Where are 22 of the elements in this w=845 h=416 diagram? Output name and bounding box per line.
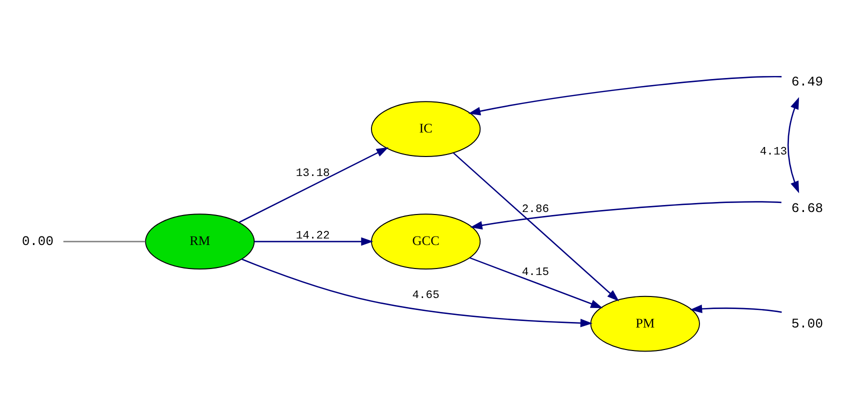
node-ellipse: GCC [370, 214, 481, 270]
edge-label: 13.18 [296, 168, 330, 180]
edge-label: 4.15 [522, 267, 550, 280]
edge-label: 4.13 [760, 146, 788, 158]
connector [63, 240, 146, 242]
node-text: 0.00 [22, 234, 54, 250]
arrow [241, 258, 593, 328]
node-text: 6.68 [791, 200, 824, 216]
node-ellipse: RM [145, 214, 255, 270]
node-text: 6.49 [791, 74, 824, 90]
arrow [787, 97, 800, 194]
arrow [469, 257, 603, 308]
arrow [254, 237, 374, 246]
node-text: 5.00 [791, 316, 824, 332]
arrow [238, 147, 389, 223]
arrow [452, 152, 620, 302]
edge-label: 2.86 [522, 204, 550, 216]
arrow [470, 201, 782, 230]
arrow [690, 304, 782, 314]
edge-label: 14.22 [296, 230, 330, 242]
arrow [468, 76, 782, 116]
edge-label: 4.65 [412, 290, 440, 302]
